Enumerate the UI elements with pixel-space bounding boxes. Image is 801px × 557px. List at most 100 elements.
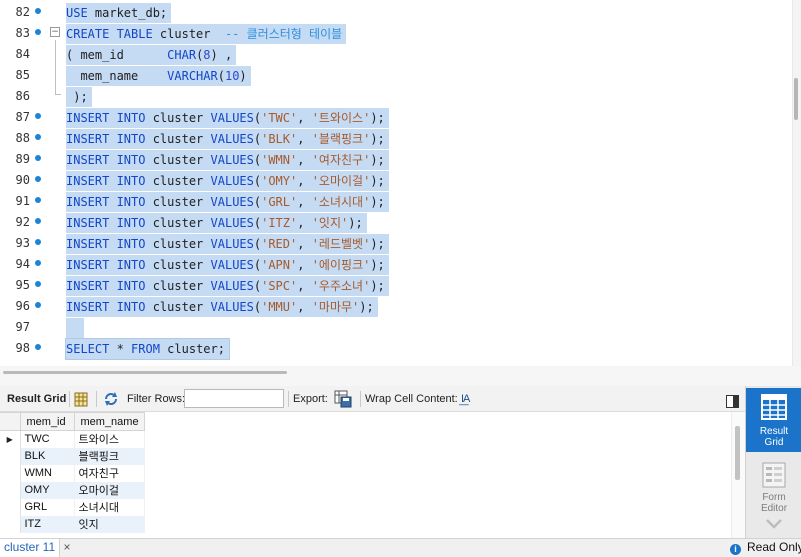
toolbar-separator	[288, 391, 289, 407]
cell-mem-name[interactable]: 블랙핑크	[74, 447, 145, 465]
form-editor-button[interactable]: Form Editor	[746, 458, 801, 522]
cell-mem-id[interactable]: GRL	[20, 498, 75, 516]
column-header-mem-name[interactable]: mem_name	[73, 412, 145, 431]
cell-mem-name[interactable]: 트와이스	[74, 430, 145, 448]
export-icon[interactable]	[334, 390, 352, 418]
result-grid-button[interactable]: Result Grid	[746, 388, 801, 452]
sql-string: 'TWC'	[261, 111, 298, 125]
row-marker[interactable]	[0, 447, 21, 465]
toolbar-separator	[69, 391, 70, 407]
result-side-panel: Result Grid Form Editor	[745, 386, 801, 538]
statement-marker-icon[interactable]	[35, 197, 41, 203]
statement-marker-icon[interactable]	[35, 260, 41, 266]
editor-horizontal-scrollbar[interactable]	[0, 366, 801, 386]
sql-string: '소녀시대'	[311, 195, 371, 209]
statement-marker-icon[interactable]	[35, 29, 41, 35]
editor-vertical-scrollbar[interactable]	[792, 0, 801, 366]
editor-line[interactable]: 97	[0, 317, 801, 338]
wrap-text-icon[interactable]: I͟A	[461, 393, 470, 405]
sql-text: ,	[297, 258, 312, 272]
cell-mem-id[interactable]: ITZ	[20, 515, 75, 533]
code-text: INSERT INTO cluster VALUES('OMY', '오마이걸'…	[66, 171, 389, 191]
statement-marker-icon[interactable]	[35, 113, 41, 119]
editor-line[interactable]: 86 );	[0, 86, 801, 107]
line-number: 90	[15, 173, 30, 187]
grid-view-icon[interactable]	[74, 391, 88, 417]
fold-toggle[interactable]: −	[50, 27, 60, 37]
result-tab-cluster[interactable]: cluster 11	[0, 539, 61, 557]
filter-rows-input[interactable]	[184, 389, 284, 408]
line-number: 88	[15, 131, 30, 145]
close-tab-icon[interactable]: ×	[63, 540, 71, 554]
cell-mem-id[interactable]: TWC	[20, 430, 75, 448]
row-marker[interactable]	[0, 515, 21, 533]
cell-mem-name[interactable]: 소녀시대	[74, 498, 145, 516]
sql-keyword: VALUES	[210, 216, 254, 230]
statement-marker-icon[interactable]	[35, 134, 41, 140]
column-header-mem-id[interactable]: mem_id	[19, 412, 75, 431]
editor-line[interactable]: 85 mem_name VARCHAR(10)	[0, 65, 801, 86]
statement-marker-icon[interactable]	[35, 281, 41, 287]
statement-marker-icon[interactable]	[35, 8, 41, 14]
cell-mem-id[interactable]: WMN	[20, 464, 75, 482]
row-marker[interactable]	[0, 464, 21, 482]
cell-mem-name[interactable]: 오마이걸	[74, 481, 145, 499]
statement-marker-icon[interactable]	[35, 218, 41, 224]
statement-marker-icon[interactable]	[35, 239, 41, 245]
sql-text: ,	[297, 279, 312, 293]
code-text: SELECT * FROM cluster;	[65, 338, 230, 360]
sql-text: market_db;	[87, 6, 168, 20]
sql-string: 'APN'	[261, 258, 298, 272]
editor-line[interactable]: 90 INSERT INTO cluster VALUES('OMY', '오마이…	[0, 170, 801, 191]
panel-toggle-icon[interactable]	[726, 392, 739, 418]
grid-scroll-thumb[interactable]	[735, 426, 740, 480]
sql-string: 'MMU'	[261, 300, 298, 314]
editor-line[interactable]: 84( mem_id CHAR(8) ,	[0, 44, 801, 65]
statement-marker-icon[interactable]	[35, 176, 41, 182]
cell-mem-id[interactable]: OMY	[20, 481, 75, 499]
statement-marker-icon[interactable]	[35, 344, 41, 350]
cell-mem-id[interactable]: BLK	[20, 447, 75, 465]
sql-text: ,	[297, 174, 312, 188]
code-text: ( mem_id CHAR(8) ,	[66, 45, 237, 65]
sql-string: '오마이걸'	[311, 174, 371, 188]
sql-keyword: INSERT INTO	[66, 174, 146, 188]
table-header-row: mem_id mem_name	[0, 412, 145, 431]
row-marker[interactable]	[0, 498, 21, 516]
result-grid-label: Result Grid	[7, 393, 67, 405]
cell-mem-name[interactable]: 여자친구	[74, 464, 145, 482]
line-number: 89	[15, 152, 30, 166]
editor-horizontal-scroll-thumb[interactable]	[3, 371, 287, 374]
chevron-down-icon[interactable]	[766, 519, 782, 529]
row-marker[interactable]: ▶	[0, 430, 21, 448]
statement-marker-icon[interactable]	[35, 155, 41, 161]
refresh-icon[interactable]	[103, 391, 119, 417]
sql-keyword: CREATE TABLE	[66, 27, 153, 41]
cell-mem-name[interactable]: 잇지	[74, 515, 145, 533]
sql-text: ,	[297, 153, 312, 167]
filter-rows-label: Filter Rows:	[127, 393, 186, 405]
sql-keyword: VALUES	[210, 300, 254, 314]
row-marker[interactable]	[0, 481, 21, 499]
statement-marker-icon[interactable]	[35, 302, 41, 308]
editor-scroll-thumb[interactable]	[794, 78, 798, 120]
